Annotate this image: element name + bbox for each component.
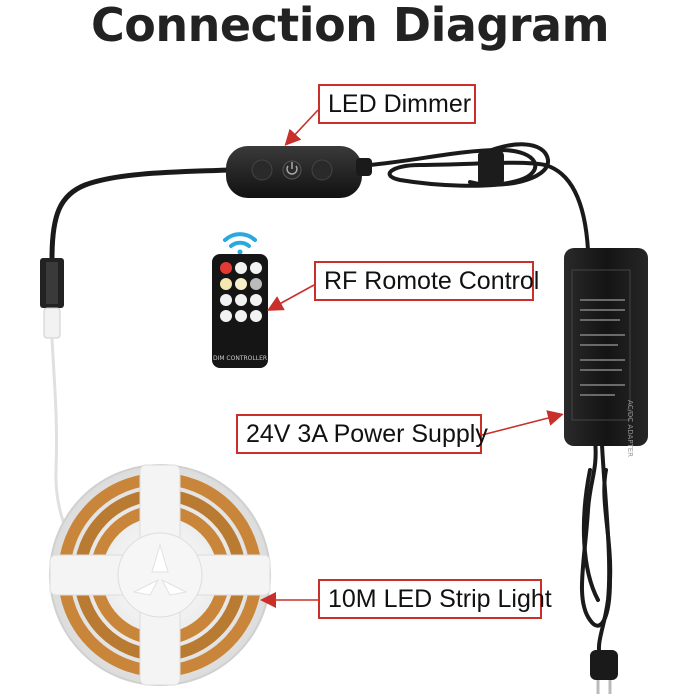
page-title: Connection Diagram [90,0,610,52]
rf-remote: DIM CONTROLLER [212,232,268,368]
led-strip-reel [49,464,271,686]
power-icon [282,160,302,180]
arrow-dimmer [284,109,319,146]
brightness-down-icon [251,159,273,181]
arrow-remote [266,284,315,311]
label-led-dimmer: LED Dimmer [318,84,476,124]
cables [49,142,613,662]
callout-arrows [260,109,564,608]
remote-button-light [235,262,247,274]
adapter-side-text: AC/DC ADAPTER [626,400,634,457]
remote-power-button [220,262,232,274]
eu-plug [590,650,618,694]
brightness-up-icon [311,159,333,181]
label-led-strip: 10M LED Strip Light [318,579,552,619]
label-rf-remote: RF Romote Control [314,261,539,301]
label-power-supply: 24V 3A Power Supply [236,414,488,454]
dimmer-input-cable [368,147,590,252]
ferrite-bead [478,150,504,186]
power-supply-adapter: AC/DC ADAPTER [564,248,648,457]
dimmer-output-cable [49,167,231,261]
dc-plug-white [43,307,61,339]
arrow-psu [481,410,564,436]
remote-button-light [250,262,262,274]
led-dimmer [226,146,372,198]
wifi-icon [223,232,257,255]
remote-brand-text: DIM CONTROLLER [213,355,267,362]
strip-wire [40,258,72,541]
